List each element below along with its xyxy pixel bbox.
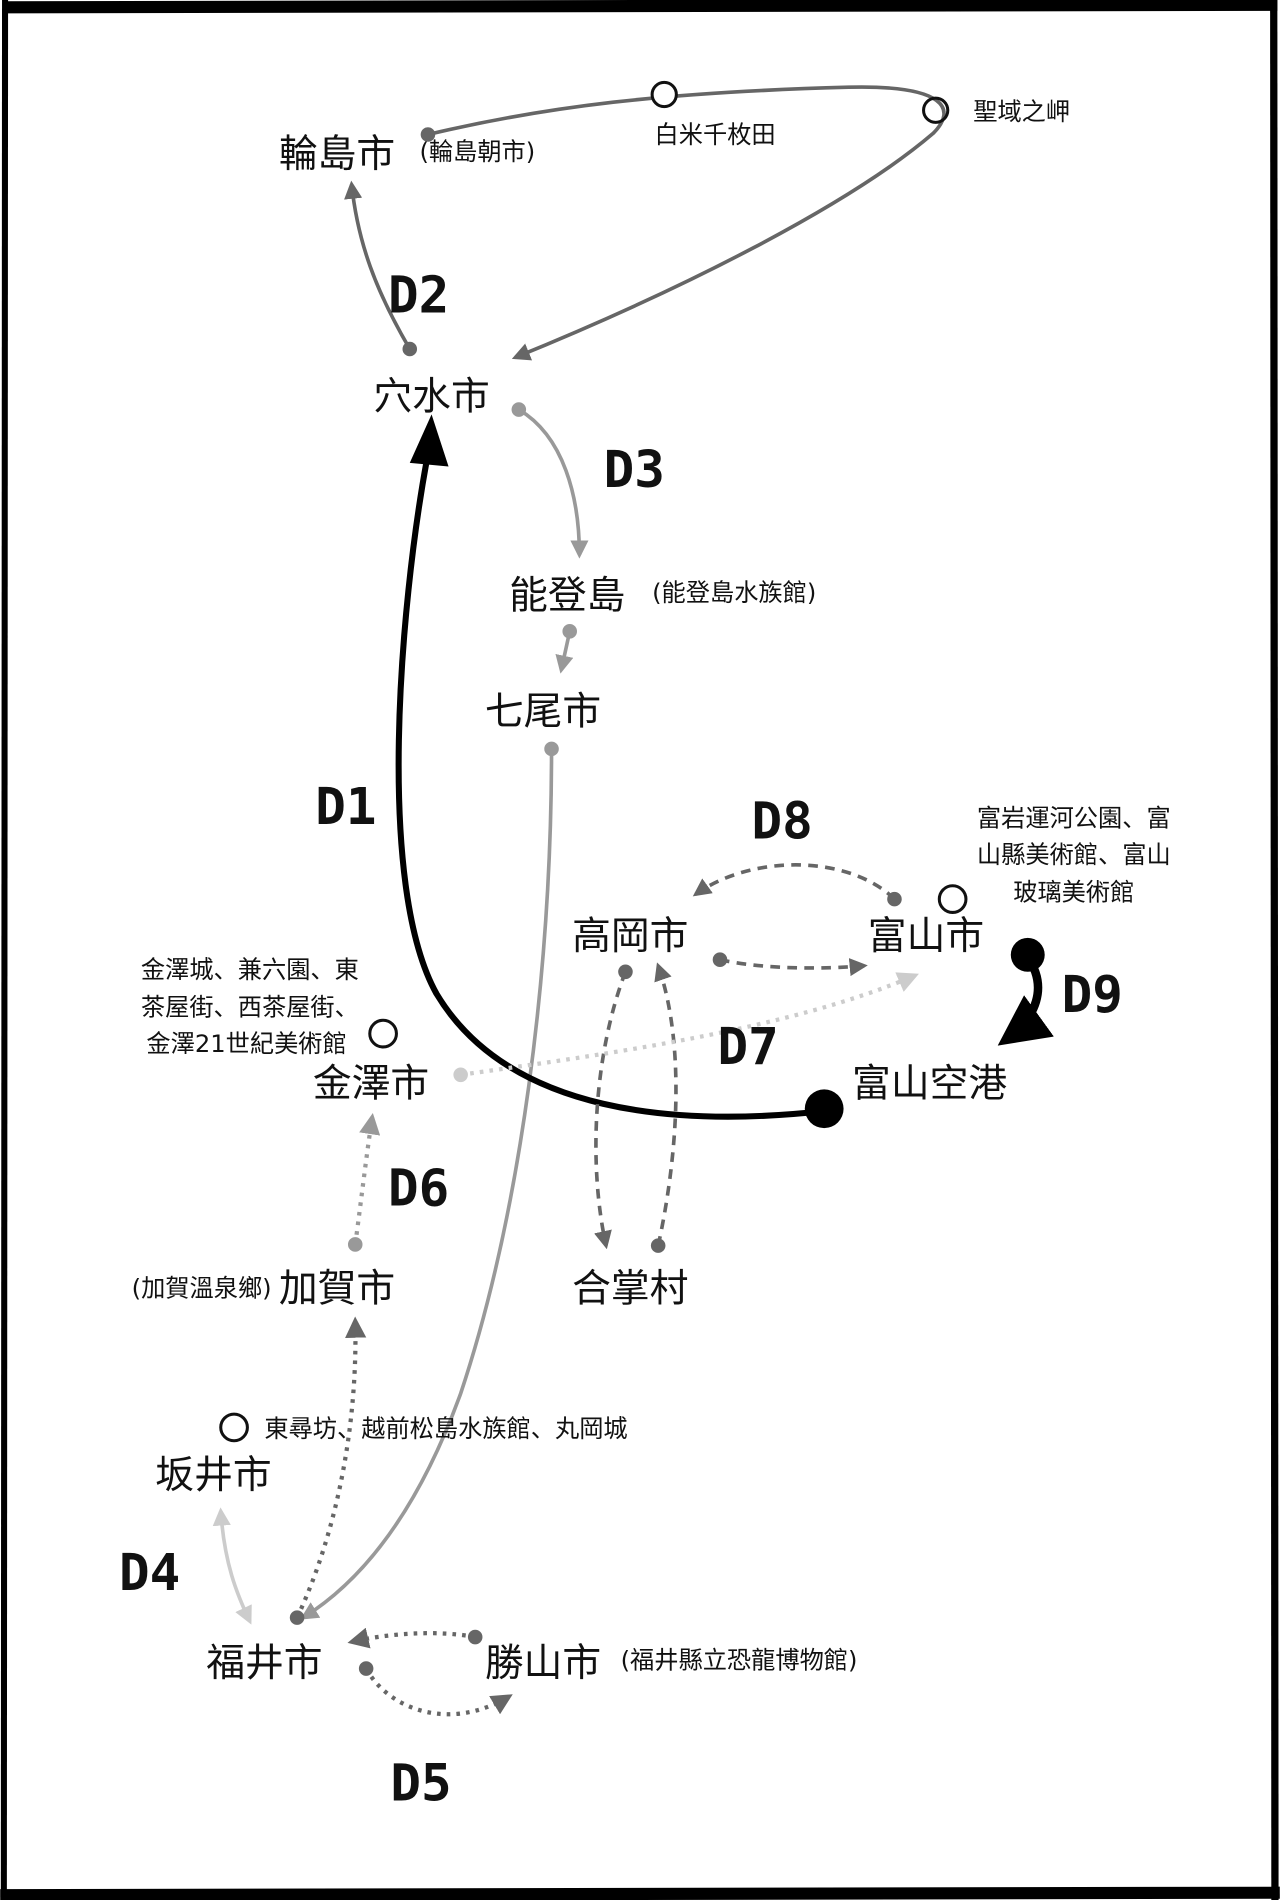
spot-kanazawa-line: 金澤21世紀美術館 [146, 1030, 346, 1058]
route-dot [347, 1237, 363, 1252]
route-d5-fukui-katsuyama [364, 1667, 513, 1717]
spot-toyama-line: 富岩運河公園、富 [977, 804, 1171, 832]
spot-marker-icon [368, 1018, 398, 1049]
route-dot [453, 1067, 468, 1083]
route-d8-toyama-takaoka [692, 863, 896, 901]
spot-toyama-line: 玻璃美術館 [1013, 878, 1134, 906]
route-dot [887, 891, 902, 907]
city-kanazawa: 金澤市 [313, 1062, 429, 1107]
city-takaoka: 高岡市 [572, 914, 688, 959]
note-kaga: (加賀溫泉鄉) [132, 1275, 272, 1303]
spot-sakai: 東尋坊、越前松島水族館、丸岡城 [264, 1415, 627, 1443]
day-label-d3: D3 [604, 441, 665, 500]
spot-marker-icon [922, 96, 950, 124]
route-d3-nanao-fukui [300, 748, 554, 1620]
day-label-d5: D5 [390, 1755, 451, 1814]
route-dot [804, 1089, 844, 1129]
route-d6-fukui-kaga [295, 1316, 367, 1619]
route-d2-wajima-loop [427, 85, 946, 361]
city-gassho: 合掌村 [572, 1266, 688, 1311]
spot-shiroyone: 白米千枚田 [655, 121, 776, 149]
city-sakai: 坂井市 [155, 1453, 271, 1498]
spot-toyama-line: 山縣美術館、富山 [977, 841, 1171, 869]
day-label-d4: D4 [119, 1544, 180, 1603]
route-d4-sakai-fukui [212, 1507, 252, 1625]
spot-kanazawa-line: 茶屋街、西茶屋街、 [141, 993, 359, 1021]
note-notojima: (能登島水族館) [652, 579, 816, 607]
day-label-d7: D7 [718, 1018, 779, 1077]
route-dot [544, 741, 559, 757]
city-toyama-airport: 富山空港 [852, 1062, 1007, 1107]
route-d8-takaoka-gassho [594, 971, 628, 1250]
route-dot [358, 1661, 374, 1676]
arrowhead-icon [409, 414, 449, 467]
route-dot [712, 952, 728, 967]
spot-marker-icon [219, 1412, 249, 1443]
route-dot [1010, 937, 1045, 972]
city-toyama: 富山市 [868, 914, 984, 959]
route-dot [511, 402, 527, 417]
day-label-d1: D1 [315, 778, 376, 837]
route-d8-gassho-takaoka [654, 962, 678, 1247]
day-label-d6: D6 [388, 1160, 449, 1219]
route-d5-katsuyama-fukui [347, 1627, 476, 1649]
route-d8-takaoka-toyama [719, 957, 868, 977]
city-katsuyama: 勝山市 [485, 1641, 601, 1686]
route-d1-airport-anamizu [395, 459, 825, 1120]
city-notojima: 能登島 [509, 573, 625, 618]
route-d2-anamizu-wajima [344, 180, 412, 350]
city-fukui: 福井市 [206, 1641, 322, 1686]
city-nanao: 七尾市 [485, 690, 601, 735]
route-dot [402, 341, 418, 357]
route-dot [420, 127, 436, 142]
route-dot [618, 964, 633, 980]
city-anamizu: 穴水市 [373, 375, 489, 420]
route-dot [650, 1238, 666, 1253]
route-d3-anamizu-notojima [517, 408, 589, 559]
note-wajima: (輪島朝市) [419, 138, 535, 166]
spot-kanazawa-line: 金澤城、兼六園、東 [141, 956, 359, 984]
city-kaga: 加賀市 [279, 1266, 395, 1311]
route-dot [289, 1610, 305, 1625]
route-dot [467, 1629, 483, 1645]
city-wajima: 輪島市 [279, 132, 395, 177]
spot-marker-icon [650, 80, 678, 109]
spot-seiiki: 聖域之岬 [973, 98, 1070, 126]
route-d7-kanazawa-toyama [460, 972, 919, 1077]
route-d6-kaga-kanazawa [353, 1113, 381, 1245]
day-label-d8: D8 [751, 793, 812, 852]
spot-marker-icon [937, 884, 968, 914]
day-label-d9: D9 [1062, 966, 1123, 1025]
route-dot [562, 624, 577, 639]
note-katsuyama: (福井縣立恐龍博物館) [621, 1647, 858, 1675]
day-label-d2: D2 [388, 267, 449, 326]
